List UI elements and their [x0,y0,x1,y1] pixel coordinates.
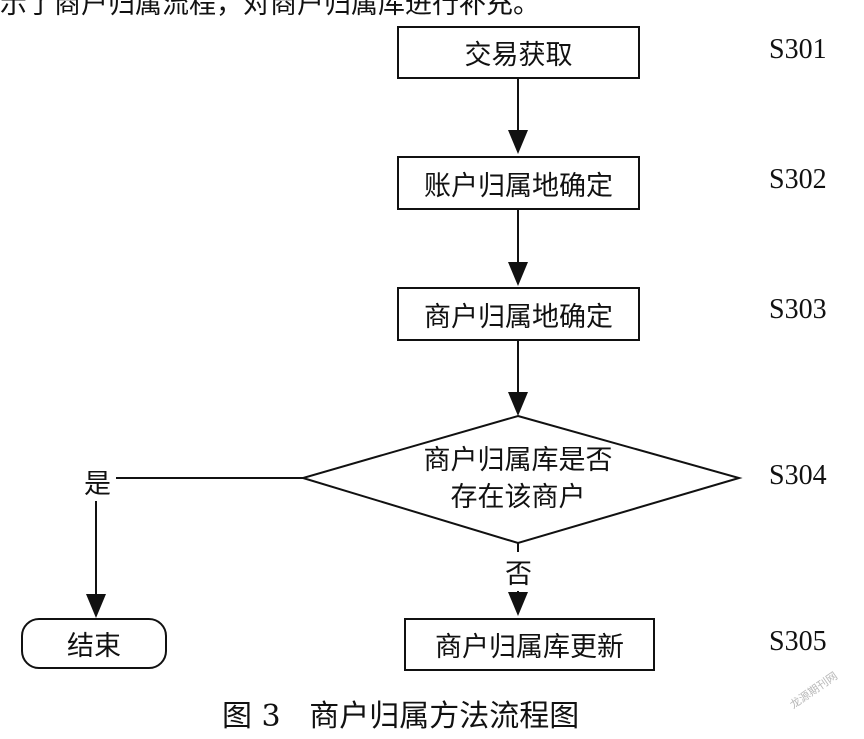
yes-branch-label: 是 [84,462,111,501]
arrowhead-s301-s302 [508,130,528,154]
decision-text-line1: 商户归属库是否 [423,445,613,476]
step-label-s305: S305 [769,626,827,657]
arrowhead-yes-branch [86,594,106,618]
arrowhead-s303-s304 [508,392,528,416]
no-branch-label: 否 [505,552,532,591]
node-account-location: 账户归属地确定 [397,156,640,210]
node-transaction-fetch: 交易获取 [397,26,640,79]
arrowhead-s302-s303 [508,262,528,286]
cropped-top-text: 示了商户归属流程，对商户归属库进行补充。 [0,0,540,20]
step-label-s304: S304 [769,460,827,491]
node-end: 结束 [21,618,167,669]
figure-caption: 图 3 商户归属方法流程图 [222,699,580,734]
step-label-s302: S302 [769,164,827,195]
step-label-s303: S303 [769,294,827,325]
decision-text: 商户归属库是否 存在该商户 [388,442,648,516]
arrowhead-no-branch [508,592,528,616]
node-end-label: 结束 [67,631,121,662]
node-merchant-location: 商户归属地确定 [397,287,640,341]
node-transaction-fetch-label: 交易获取 [464,40,573,71]
step-label-s301: S301 [769,34,827,65]
node-merchant-location-label: 商户归属地确定 [424,301,613,333]
node-merchant-db-update-label: 商户归属库更新 [435,632,624,663]
node-account-location-label: 账户归属地确定 [424,170,613,202]
node-merchant-db-update: 商户归属库更新 [404,618,655,671]
decision-text-line2: 存在该商户 [450,482,586,513]
